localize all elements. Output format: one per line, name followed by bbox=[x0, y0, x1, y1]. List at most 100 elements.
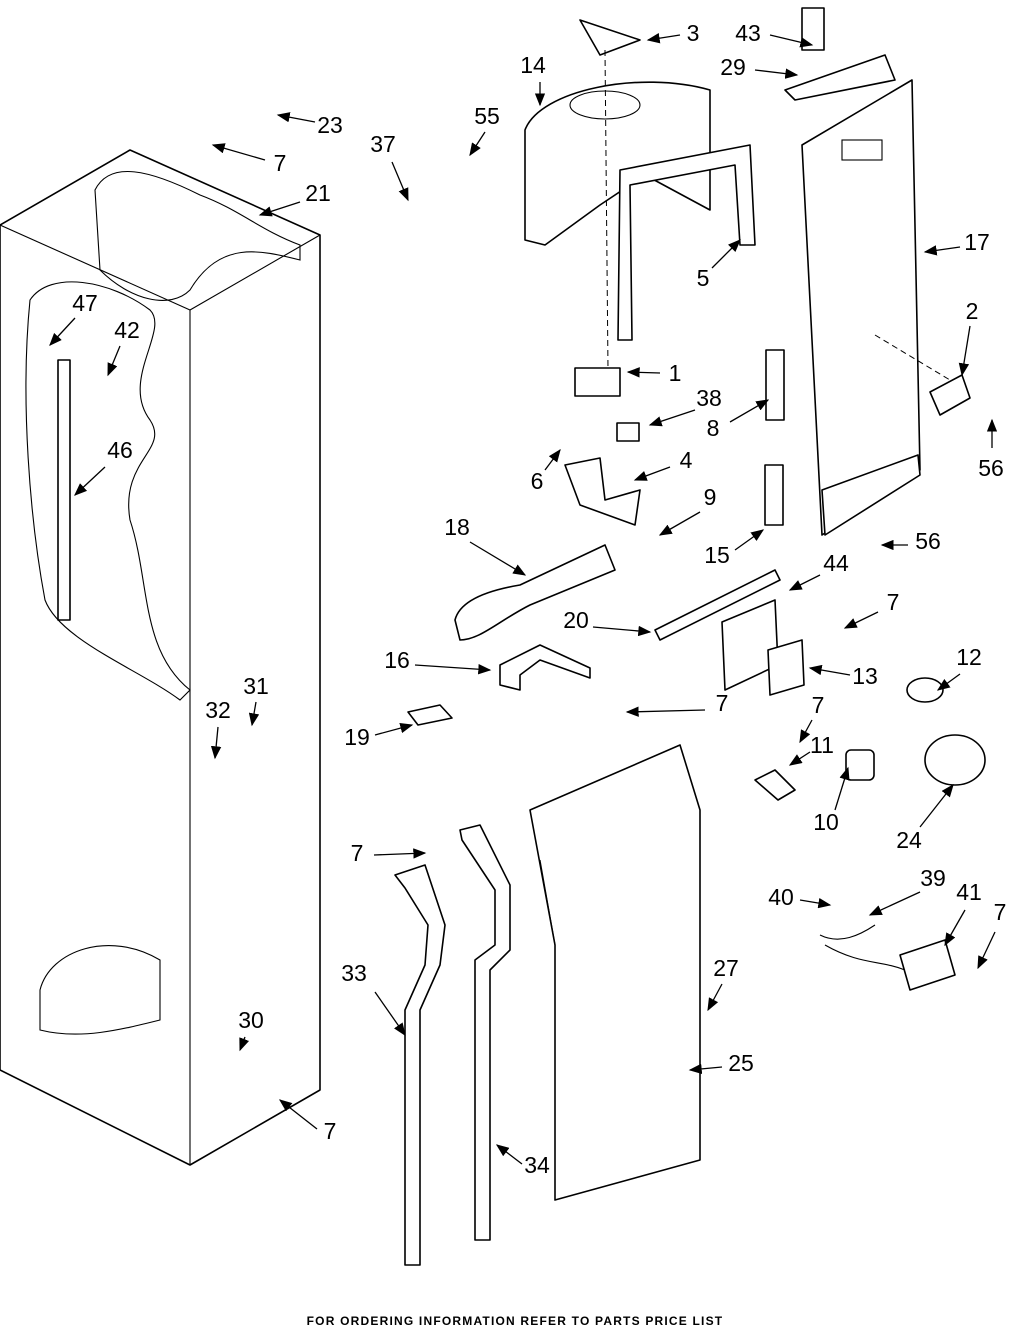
callout-44: 44 bbox=[823, 550, 849, 576]
callout-40: 40 bbox=[768, 884, 794, 910]
rear-panel bbox=[802, 80, 920, 535]
callout-7: 7 bbox=[716, 690, 729, 716]
air-diffuser-panel bbox=[530, 745, 700, 1200]
callout-39: 39 bbox=[920, 865, 946, 891]
cabinet-liner bbox=[0, 150, 320, 1165]
leader-line bbox=[470, 542, 525, 575]
leader-line bbox=[870, 892, 920, 915]
callout-15: 15 bbox=[704, 542, 730, 568]
gasket bbox=[618, 145, 755, 340]
callout-3: 3 bbox=[687, 20, 700, 46]
callout-14: 14 bbox=[520, 52, 546, 78]
callout-6: 6 bbox=[531, 468, 544, 494]
callout-47: 47 bbox=[72, 290, 98, 316]
callout-1: 1 bbox=[669, 360, 682, 386]
callout-32: 32 bbox=[205, 697, 231, 723]
callout-7: 7 bbox=[994, 899, 1007, 925]
air-tube bbox=[455, 545, 615, 640]
callout-7: 7 bbox=[324, 1118, 337, 1144]
leader-line bbox=[835, 768, 848, 810]
callout-16: 16 bbox=[384, 647, 410, 673]
leader-line bbox=[962, 326, 970, 375]
callout-55: 55 bbox=[474, 103, 500, 129]
clip-11 bbox=[755, 770, 795, 800]
fan-shroud bbox=[525, 20, 710, 245]
pad bbox=[617, 423, 639, 441]
callout-41: 41 bbox=[956, 879, 982, 905]
leader-line bbox=[810, 668, 850, 675]
leader-line bbox=[627, 710, 705, 712]
callout-25: 25 bbox=[728, 1050, 754, 1076]
leader-line bbox=[278, 115, 315, 122]
callout-42: 42 bbox=[114, 317, 140, 343]
leader-line bbox=[978, 932, 995, 968]
callout-31: 31 bbox=[243, 673, 269, 699]
callout-7: 7 bbox=[812, 692, 825, 718]
leader-line bbox=[545, 450, 560, 470]
callout-7: 7 bbox=[274, 150, 287, 176]
callout-13: 13 bbox=[852, 663, 878, 689]
light-bulb bbox=[907, 678, 943, 702]
callout-43: 43 bbox=[735, 20, 761, 46]
bracket-2 bbox=[930, 375, 970, 415]
footer-note: FOR ORDERING INFORMATION REFER TO PARTS … bbox=[307, 1314, 724, 1328]
switch-41 bbox=[900, 940, 955, 990]
callout-2: 2 bbox=[966, 298, 979, 324]
leader-line bbox=[925, 247, 960, 252]
wire-39 bbox=[820, 925, 905, 970]
air-duct-cover bbox=[785, 55, 895, 100]
leader-line bbox=[920, 785, 953, 827]
light-shield bbox=[925, 735, 985, 785]
callout-5: 5 bbox=[697, 265, 710, 291]
callout-7: 7 bbox=[351, 840, 364, 866]
leader-line bbox=[648, 35, 680, 40]
thermistor-15 bbox=[765, 465, 783, 525]
callout-24: 24 bbox=[896, 827, 922, 853]
leader-line bbox=[800, 900, 830, 905]
leader-line bbox=[755, 70, 797, 75]
leader-line bbox=[790, 752, 810, 765]
leader-line bbox=[375, 725, 412, 735]
callout-34: 34 bbox=[524, 1152, 550, 1178]
leader-line bbox=[213, 145, 265, 160]
leader-line bbox=[790, 575, 820, 590]
callout-56: 56 bbox=[978, 455, 1004, 481]
callout-46: 46 bbox=[107, 437, 133, 463]
leader-line bbox=[730, 400, 768, 422]
callout-4: 4 bbox=[680, 447, 693, 473]
leader-line bbox=[392, 162, 408, 200]
leader-line bbox=[415, 665, 490, 670]
callout-10: 10 bbox=[813, 809, 839, 835]
gasket-13 bbox=[768, 640, 804, 695]
callout-37: 37 bbox=[370, 131, 396, 157]
callout-29: 29 bbox=[720, 54, 746, 80]
leader-line bbox=[470, 132, 485, 155]
callout-18: 18 bbox=[444, 514, 470, 540]
socket bbox=[846, 750, 874, 780]
leader-line bbox=[280, 1100, 317, 1129]
leader-line bbox=[945, 910, 965, 945]
callout-38: 38 bbox=[696, 385, 722, 411]
leader-line bbox=[650, 410, 695, 425]
callout-8: 8 bbox=[707, 415, 720, 441]
callout-27: 27 bbox=[713, 955, 739, 981]
callout-56: 56 bbox=[915, 528, 941, 554]
callout-23: 23 bbox=[317, 112, 343, 138]
bracket-16 bbox=[500, 645, 590, 690]
leader-line bbox=[374, 853, 425, 855]
bracket-33 bbox=[395, 865, 445, 1265]
leader-line bbox=[708, 984, 722, 1010]
callout-19: 19 bbox=[344, 724, 370, 750]
leader-line bbox=[845, 612, 878, 628]
leader-line bbox=[375, 992, 405, 1035]
motor-bracket bbox=[565, 458, 640, 525]
damper-8 bbox=[766, 350, 784, 420]
leader-line bbox=[260, 202, 300, 215]
callout-7: 7 bbox=[887, 589, 900, 615]
leader-line bbox=[635, 467, 670, 480]
callout-12: 12 bbox=[956, 644, 982, 670]
trim-34 bbox=[460, 825, 510, 1240]
callout-20: 20 bbox=[563, 607, 589, 633]
